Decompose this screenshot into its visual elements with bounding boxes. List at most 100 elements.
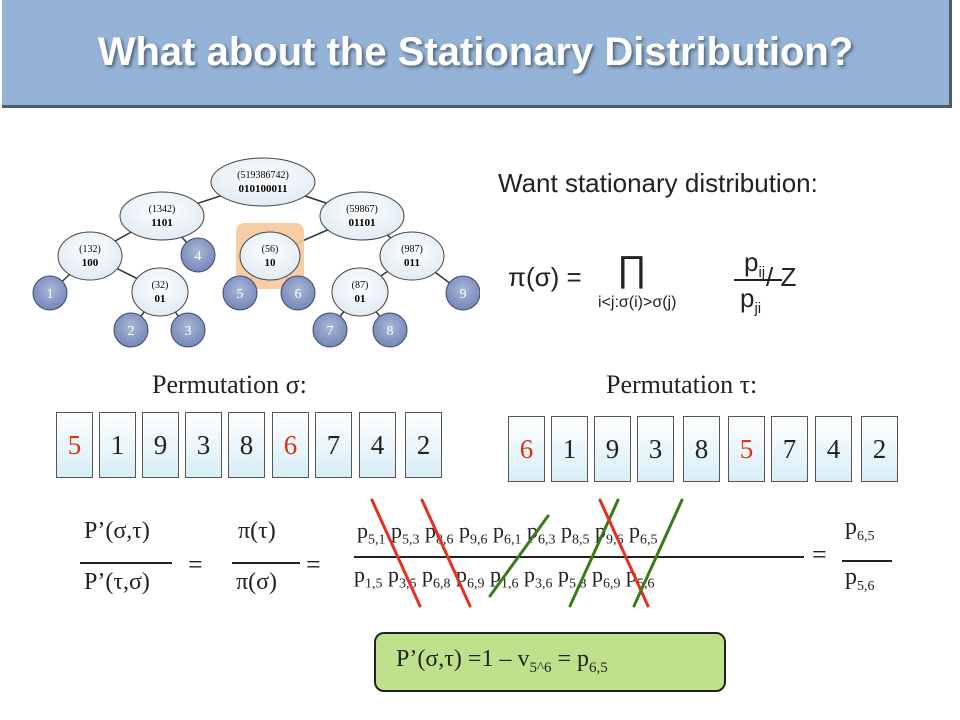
prob-term: p6,9 — [592, 562, 621, 592]
tree-leaf: 4 — [180, 237, 216, 273]
perm-sigma-cell: 1 — [99, 412, 136, 478]
final-denominator: p5,6 — [845, 564, 875, 594]
prob-term: p6,3 — [527, 518, 556, 548]
fraction-bar — [354, 556, 804, 558]
tree-node-highlighted: (56) 10 — [239, 231, 301, 281]
tree-node-code: 01 — [355, 293, 366, 305]
perm-tau-cell: 2 — [861, 416, 898, 482]
tree-node: (87) 01 — [331, 267, 389, 317]
tree-node-label: (987) — [401, 244, 423, 255]
permutation-sigma-label: Permutation σ: — [152, 370, 307, 399]
slide-title: What about the Stationary Distribution? — [97, 30, 854, 74]
final-numerator: p6,5 — [845, 514, 875, 544]
tree-node-label: (56) — [262, 244, 279, 255]
tree-node-label: (32) — [152, 280, 169, 291]
equals-sign: = — [812, 540, 827, 569]
tree-leaf-label: 4 — [195, 249, 202, 264]
perm-sigma-cell: 8 — [228, 412, 265, 478]
tree-node: (32) 01 — [131, 267, 189, 317]
perm-tau-cell: 8 — [683, 416, 720, 482]
stationary-ratio-numerator: π(τ) — [238, 518, 276, 544]
perm-sigma-cell: 9 — [142, 412, 179, 478]
tree-node-code: 1101 — [151, 217, 172, 229]
tree-node-label: (132) — [79, 244, 101, 255]
tree-node: (519386742) 010100011 — [210, 157, 316, 207]
tree-diagram: (519386742) 010100011 (1342) 1101 (59867… — [32, 157, 480, 348]
fraction-bar — [80, 562, 172, 564]
strike-red — [370, 498, 422, 608]
denominator-subscript: ji — [754, 300, 762, 318]
tree-node-label: (1342) — [149, 204, 176, 215]
fraction-denominator: pji — [740, 283, 761, 317]
result-rest: = p — [551, 646, 590, 672]
numerator-subscript: ij — [758, 264, 766, 282]
tree-node-label: (59867) — [346, 204, 378, 215]
result-main: P’(σ,τ) =1 – v — [396, 646, 530, 672]
tree-node: (987) 011 — [379, 231, 445, 281]
perm-sigma-cell: 5 — [56, 412, 93, 478]
prob-term: p3,6 — [524, 562, 553, 592]
strike-green — [568, 498, 620, 608]
prob-term: p1,6 — [490, 562, 519, 592]
tree-node-code: 010100011 — [239, 183, 288, 195]
perm-tau-cell: 1 — [551, 416, 588, 482]
stationary-lhs: π(σ) = — [508, 262, 582, 292]
tree-leaf-label: 1 — [47, 287, 54, 302]
tree-leaf-label: 6 — [295, 287, 302, 302]
tree-leaf: 3 — [170, 312, 206, 348]
tree-node-code: 100 — [82, 257, 99, 269]
tree-node-label: (87) — [352, 280, 369, 291]
fraction-bar — [232, 562, 300, 564]
equals-sign: = — [188, 550, 203, 579]
perm-tau-cell: 5 — [728, 416, 765, 482]
perm-sigma-cell: 6 — [272, 412, 309, 478]
prob-term: p5,1 — [357, 518, 386, 548]
stationary-ratio-denominator: π(σ) — [236, 569, 278, 595]
product-ratio-denominator: p1,5 p3,5 p6,8 p6,9 p1,6 p3,6 p5,8 p6,9 … — [354, 562, 655, 592]
prob-term: p1,5 — [354, 562, 383, 592]
product-symbol: ∏ — [617, 248, 647, 289]
perm-sigma-cell: 7 — [315, 412, 352, 478]
prob-term: p6,5 — [629, 518, 658, 548]
tree-node-code: 10 — [265, 257, 277, 269]
result-rest-subscript: 6,5 — [589, 659, 608, 676]
permutation-tau-label: Permutation τ: — [606, 370, 758, 399]
tree-leaf: 2 — [113, 312, 149, 348]
result-subscript: 5^6 — [529, 659, 552, 676]
perm-tau-cell: 3 — [637, 416, 674, 482]
fraction-numerator: pij — [744, 247, 765, 281]
tree-leaf: 9 — [445, 275, 480, 311]
tree-node: (132) 100 — [57, 231, 123, 281]
strike-red — [598, 498, 650, 608]
tree-leaf: 7 — [312, 312, 348, 348]
tree-leaf-label: 9 — [460, 287, 467, 302]
tree-leaf: 1 — [32, 275, 68, 311]
strike-red — [420, 498, 472, 608]
prob-term: p6,8 — [422, 562, 451, 592]
tree-leaf-label: 3 — [185, 324, 192, 339]
tree-node-label: (519386742) — [237, 170, 289, 181]
perm-tau-cell: 9 — [594, 416, 631, 482]
tree-leaf-label: 5 — [237, 287, 244, 302]
tree-node-code: 01101 — [349, 217, 376, 229]
perm-tau-cell: 7 — [771, 416, 808, 482]
tree-node-code: 011 — [404, 257, 420, 269]
normalizer-z: / Z — [766, 262, 797, 292]
strike-green — [632, 498, 684, 608]
stationary-heading: Want stationary distribution: — [498, 168, 818, 198]
perm-sigma-cell: 2 — [405, 412, 442, 478]
perm-tau-cell: 4 — [815, 416, 852, 482]
transition-ratio-denominator: P’(τ,σ) — [84, 569, 150, 595]
numerator-p: p — [744, 247, 759, 277]
tree-node: (59867) 01101 — [319, 191, 405, 241]
equals-sign: = — [306, 550, 321, 579]
product-subscript: i<j:σ(i)>σ(j) — [598, 294, 677, 311]
fraction-bar — [842, 560, 892, 562]
tree-leaf: 8 — [372, 312, 408, 348]
prob-term: p6,9 — [456, 562, 485, 592]
prob-term: p6,1 — [493, 518, 522, 548]
tree-node-code: 01 — [155, 293, 166, 305]
perm-sigma-cell: 3 — [185, 412, 222, 478]
tree-leaf: 5 — [222, 275, 258, 311]
tree-leaf: 6 — [280, 275, 316, 311]
